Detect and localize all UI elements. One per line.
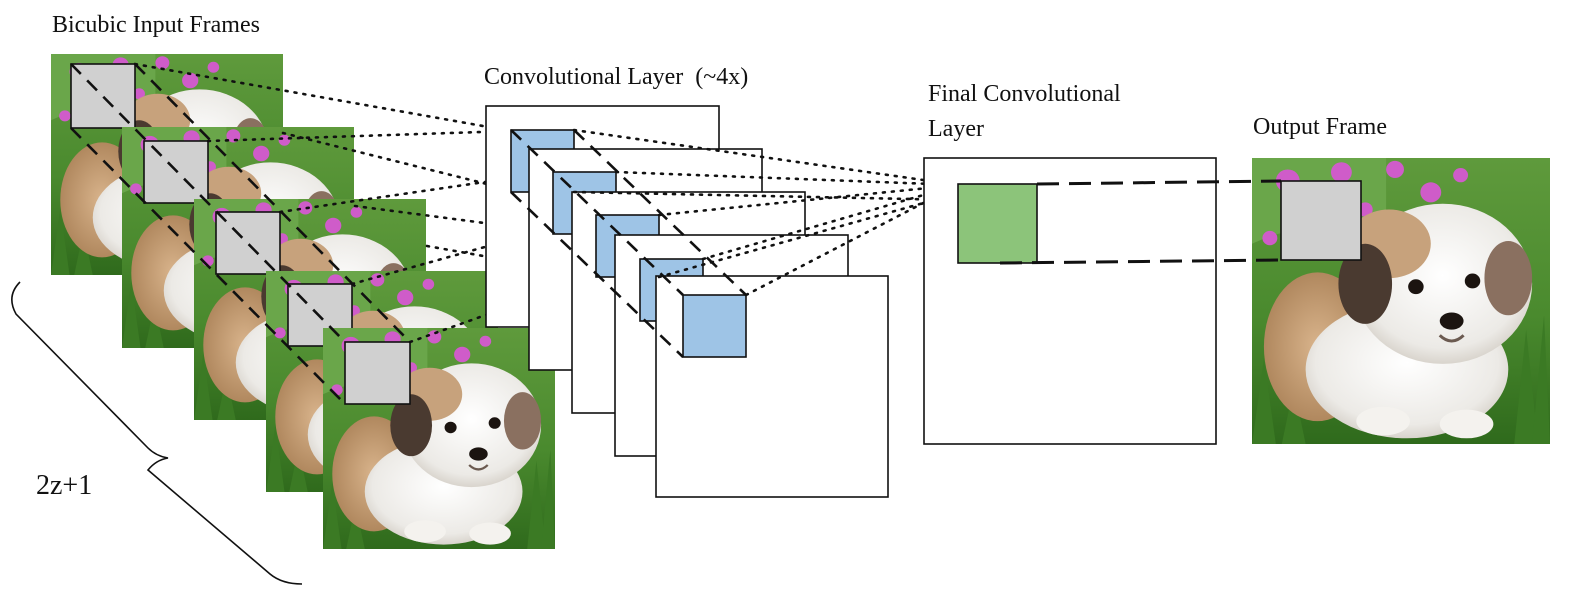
conv-layer-label: Convolutional Layer (~4x) [484,64,748,90]
conv-to-final-connectors [572,128,972,297]
input-patch-5 [344,341,411,405]
conv-patch-5 [682,294,747,358]
output-patch [1280,180,1362,261]
final-patch [957,183,1038,264]
frame-stack-brace [11,281,303,585]
input-stack-diagonal-bottom [70,127,346,405]
frame-count-label: 2z+1 [36,470,92,501]
conv-stack-diagonal-bottom [510,191,684,358]
input-stack-diagonal-right [134,63,411,343]
conv-stack-diagonal-top [510,129,684,296]
output-frame [1252,158,1550,444]
conv-layer-stack [485,105,889,498]
input-frame-5 [323,328,555,549]
final-to-output-connectors [999,179,1282,265]
final-conv-label-line1: Final Convolutional [928,81,1121,107]
conv-layer-5 [655,275,889,498]
input-frames-label: Bicubic Input Frames [52,12,260,38]
conv-stack-diagonal-right [573,129,747,296]
output-frame-label: Output Frame [1253,114,1387,140]
input-frame-stack [51,54,555,549]
final-conv-label-line2: Layer [928,116,984,142]
input-stack-diagonal-top [70,63,346,343]
final-conv-layer [923,157,1217,445]
